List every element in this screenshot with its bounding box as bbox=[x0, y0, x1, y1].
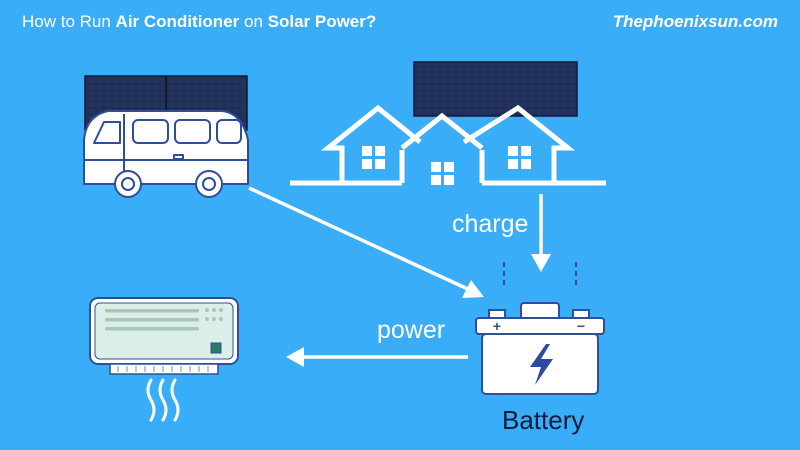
battery-plus-label: + bbox=[493, 318, 501, 334]
air-conditioner-icon bbox=[89, 297, 239, 422]
airflow-icon bbox=[146, 378, 180, 422]
battery-label: Battery bbox=[502, 405, 585, 435]
title-prefix: How to Run bbox=[22, 12, 116, 31]
page-title: How to Run Air Conditioner on Solar Powe… bbox=[22, 12, 376, 32]
house-to-battery-arrow bbox=[531, 194, 551, 272]
house-windows-icon bbox=[362, 146, 531, 185]
power-label: power bbox=[377, 316, 446, 344]
lightning-bolt-icon bbox=[530, 344, 553, 385]
title-bold-air-conditioner: Air Conditioner bbox=[115, 12, 240, 31]
title-bold-solar-power: Solar Power? bbox=[267, 12, 377, 31]
battery-to-ac-arrow bbox=[286, 347, 468, 367]
van-to-battery-arrow bbox=[248, 186, 484, 298]
battery-minus-label: − bbox=[577, 318, 585, 334]
charge-label: charge bbox=[452, 210, 529, 238]
van-icon bbox=[83, 110, 249, 198]
brand-label: Thephoenixsun.com bbox=[612, 12, 778, 31]
houses-icon bbox=[290, 104, 606, 186]
title-mid: on bbox=[239, 12, 268, 31]
battery-icon: + − bbox=[475, 262, 605, 395]
house-solar-panel-icon bbox=[413, 61, 578, 117]
